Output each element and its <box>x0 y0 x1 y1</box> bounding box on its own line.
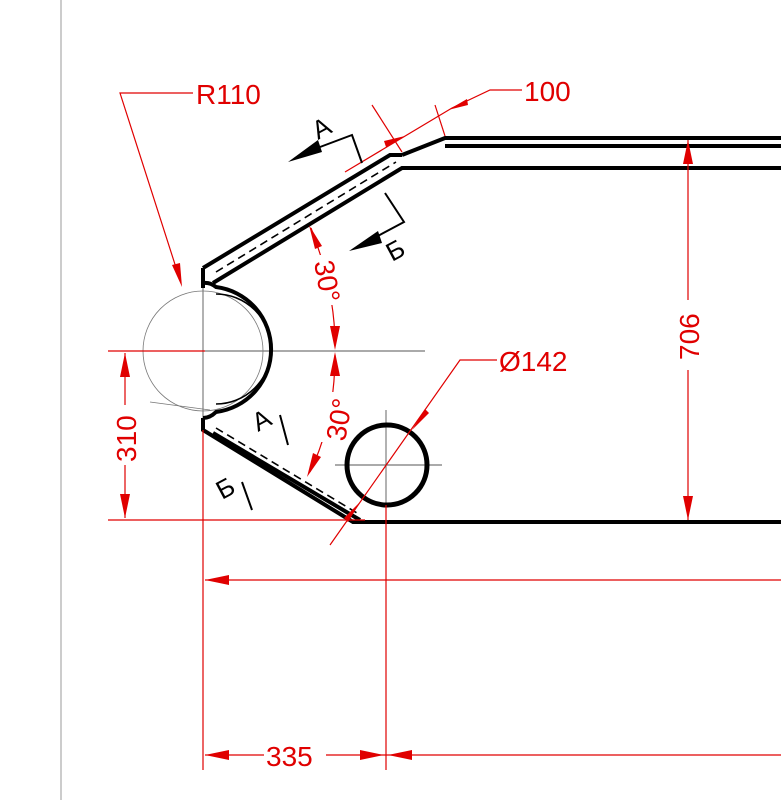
dimensions: R110 100 706 Ø142 30° 30° <box>108 76 781 772</box>
horizontal-dim-arrow-left <box>205 750 229 760</box>
offset-arrow-top <box>120 353 130 377</box>
upper-angle-label: 30° <box>308 258 346 305</box>
upper-angle-arrow-1 <box>309 225 322 249</box>
r110-leader <box>119 92 193 281</box>
section-b-bottom-label: Б <box>211 471 240 505</box>
flange-dim-arrow-2 <box>448 99 468 110</box>
upper-sloped-outer <box>201 153 402 270</box>
horizontal-dim-arrow-right <box>360 750 384 760</box>
top-flange-outer <box>401 136 781 157</box>
hole-dia-label: Ø142 <box>499 346 568 377</box>
section-a-bottom-label: А <box>247 402 277 437</box>
semicircle-cutout-inner <box>215 293 272 405</box>
radius-construction-line <box>149 401 211 411</box>
overall-dim-arrow-left <box>205 575 229 585</box>
section-a-top-mark <box>311 133 363 164</box>
offset-arrow-bottom <box>120 494 130 518</box>
height-dim-arrow-bottom <box>683 496 693 520</box>
section-a-top-arrow <box>288 140 322 162</box>
lower-angle-label: 30° <box>320 396 358 443</box>
upper-angle-gap <box>312 255 344 305</box>
section-b-top-label: Б <box>381 233 410 267</box>
r110-arrowhead <box>172 263 182 287</box>
center-lines <box>108 285 442 520</box>
lower-angle-arrow-1 <box>330 352 340 376</box>
semicircle-cutout-outer <box>202 280 274 420</box>
section-a-top-label: А <box>307 110 337 145</box>
hole-dia-arrow-1 <box>412 409 429 430</box>
lower-skin-line <box>215 427 358 514</box>
lower-sloped-inner <box>211 431 362 522</box>
section-b-top-arrow <box>349 231 382 251</box>
upper-angle-arrow-2 <box>330 326 340 350</box>
r110-label: R110 <box>196 79 261 110</box>
horizontal-dim-gap <box>264 741 326 769</box>
upper-sloped-inner <box>211 166 781 285</box>
profile-outline <box>201 136 781 524</box>
height-dim-gap <box>674 300 702 370</box>
offset-gap <box>111 405 139 465</box>
height-dim-label: 706 <box>674 313 705 360</box>
flange-dim-extension-1 <box>371 104 403 153</box>
flange-dim-extension-2 <box>434 104 446 137</box>
flange-dim-label: 100 <box>524 76 571 107</box>
flange-dim-line <box>344 89 522 173</box>
offset-dim-label: 310 <box>111 415 142 462</box>
flange-dim-arrow-1 <box>384 136 405 147</box>
lower-angle-gap <box>312 392 344 442</box>
hole-dia-leader <box>329 359 497 546</box>
upper-skin-line <box>215 161 397 273</box>
hole-dia-arrow-2 <box>344 501 361 522</box>
lower-angle-arrow-2 <box>307 453 321 477</box>
section-b-bottom-tick <box>241 481 253 511</box>
horizontal-dim-label: 335 <box>266 741 313 772</box>
section-b-top-mark <box>373 192 406 239</box>
section-a-bottom-tick <box>279 414 289 446</box>
horizontal-dim-arrow-next <box>388 750 412 760</box>
height-dim-arrow-top <box>683 140 693 164</box>
hole-circle <box>344 422 430 508</box>
